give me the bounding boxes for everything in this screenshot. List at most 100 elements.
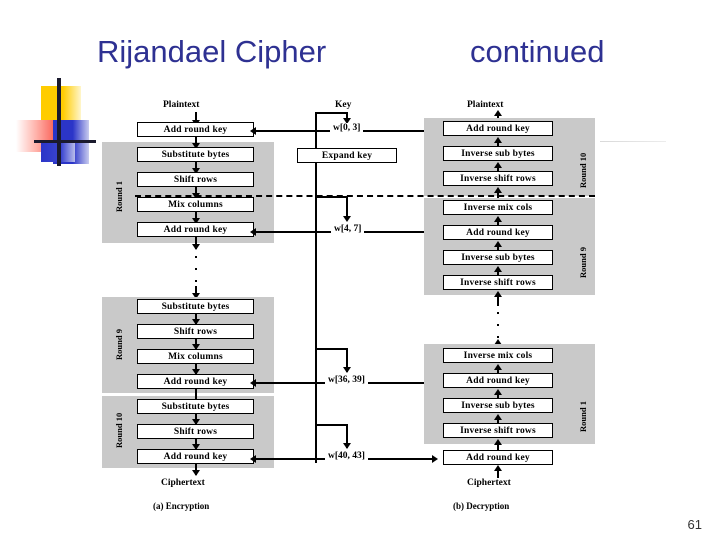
enc-line-in: [195, 112, 197, 123]
dec-round10-step-1: Inverse sub bytes: [443, 146, 553, 161]
dec-r9-line-1: [497, 219, 499, 229]
key-w3639-arrow-left: [250, 379, 256, 387]
enc-round1-label: Round 1: [114, 181, 124, 212]
dec-round1-step-2: Inverse sub bytes: [443, 398, 553, 413]
enc-r1-arrow-1: [192, 143, 200, 149]
key-expand-box: Expand key: [297, 148, 397, 163]
dec-r10-line-2: [497, 165, 499, 175]
dec-r9-arrow-2: [494, 241, 502, 247]
enc-r9-arrow-2: [192, 344, 200, 350]
dec-r10-arrow-2: [494, 162, 502, 168]
key-branch-top: [315, 112, 348, 114]
dec-output-label: Plaintext: [467, 100, 504, 110]
dec-gap-line-top: [497, 294, 499, 306]
key-w4043-arrow-left: [250, 455, 256, 463]
key-arrow-in: [343, 118, 351, 124]
dec-input-label: Ciphertext: [467, 478, 511, 488]
dec-r10-line-3: [497, 190, 499, 198]
dec-pre-round-box: Add round key: [443, 450, 553, 465]
key-trunk-upper: [315, 112, 317, 159]
dec-ellipsis: [497, 312, 499, 338]
enc-r9-arrow-1: [192, 319, 200, 325]
enc-arrow-out: [192, 470, 200, 476]
enc-r9-arrow-3: [192, 369, 200, 375]
logo-horizontal-bar: [34, 140, 96, 143]
enc-round10-step-2: Add round key: [137, 449, 254, 464]
enc-gap-arrow-top: [192, 244, 200, 250]
dec-arrow-pre: [494, 439, 502, 445]
dec-round9-label: Round 9: [578, 247, 588, 278]
enc-round1-step-1: Shift rows: [137, 172, 254, 187]
enc-input-label: Plaintext: [163, 100, 200, 110]
page-title: Rijandael Cipher: [97, 34, 327, 69]
key-w47-drop: [346, 196, 348, 220]
key-w47-branch: [315, 196, 348, 198]
dec-round1-step-1: Add round key: [443, 373, 553, 388]
dec-r10-arrow-1: [494, 137, 502, 143]
dec-r1-arrow-3: [494, 414, 502, 420]
enc-r1-line-4: [195, 212, 197, 222]
key-w4043-branch: [315, 424, 348, 426]
dec-arrow-in: [494, 465, 502, 471]
enc-r1-arrow-2: [192, 168, 200, 174]
enc-r10-line-0: [195, 389, 197, 399]
dec-round9-step-2: Inverse sub bytes: [443, 250, 553, 265]
dec-line-pre: [497, 442, 499, 450]
dec-round10-step-0: Add round key: [443, 121, 553, 136]
enc-round9-step-0: Substitute bytes: [137, 299, 254, 314]
key-w03-arrow-left: [250, 127, 256, 135]
key-w4043-arrow-down: [343, 443, 351, 449]
decorative-logo: [10, 78, 98, 170]
dec-round1-label: Round 1: [578, 401, 588, 432]
enc-round9-label: Round 9: [114, 329, 124, 360]
dec-r1-arrow-1: [494, 364, 502, 370]
dec-r1-arrow-2: [494, 389, 502, 395]
dec-round9-step-1: Add round key: [443, 225, 553, 240]
dec-line-in: [497, 468, 499, 478]
dec-round10-label: Round 10: [578, 152, 588, 188]
dec-round1-step-0: Inverse mix cols: [443, 348, 553, 363]
dec-r10-arrow-3: [494, 187, 502, 193]
dec-round1-step-3: Inverse shift rows: [443, 423, 553, 438]
enc-round9-step-1: Shift rows: [137, 324, 254, 339]
key-w3639-branch: [315, 348, 348, 350]
dec-r1-line-1: [497, 367, 499, 377]
page-number: 61: [687, 517, 702, 532]
enc-gap-line-bottom: [195, 286, 197, 298]
enc-round9-step-2: Mix columns: [137, 349, 254, 364]
dec-r1-line-2: [497, 392, 499, 402]
enc-gap-line-top: [195, 237, 197, 249]
enc-ellipsis: [195, 256, 197, 282]
dec-arrow-out: [494, 110, 502, 116]
page-title-continued: continued: [470, 34, 605, 69]
dec-r1-line-3: [497, 417, 499, 427]
dec-round10-step-2: Inverse shift rows: [443, 171, 553, 186]
dec-round9-step-3: Inverse shift rows: [443, 275, 553, 290]
key-word-3: w[40, 43]: [325, 451, 368, 461]
key-word-0: w[0, 3]: [330, 123, 364, 133]
dec-r9-arrow-3: [494, 266, 502, 272]
dec-r10-line-1: [497, 140, 499, 150]
enc-round10-step-0: Substitute bytes: [137, 399, 254, 414]
enc-round1-step-2: Mix columns: [137, 197, 254, 212]
key-trunk-main: [315, 163, 317, 463]
enc-gap-arrow-bottom: [192, 293, 200, 299]
key-w4043-drop: [346, 424, 348, 448]
enc-round1-step-3: Add round key: [137, 222, 254, 237]
enc-r1-line-1: [195, 137, 197, 147]
dec-r9-arrow-1: [494, 216, 502, 222]
scan-artifact-line: [600, 141, 666, 142]
logo-yellow-square: [41, 86, 81, 122]
dec-caption: (b) Decryption: [453, 501, 510, 511]
key-w47-arrow-left: [250, 228, 256, 236]
key-word-2: w[36, 39]: [325, 375, 368, 385]
key-w3639-arrow-down: [343, 367, 351, 373]
enc-r1-line-3: [195, 187, 197, 197]
key-line-in: [346, 112, 348, 122]
round-separator-dashed-line: [135, 195, 595, 197]
enc-round1-step-0: Substitute bytes: [137, 147, 254, 162]
enc-caption: (a) Encryption: [153, 501, 210, 511]
key-w4043-arrow-right: [432, 455, 438, 463]
